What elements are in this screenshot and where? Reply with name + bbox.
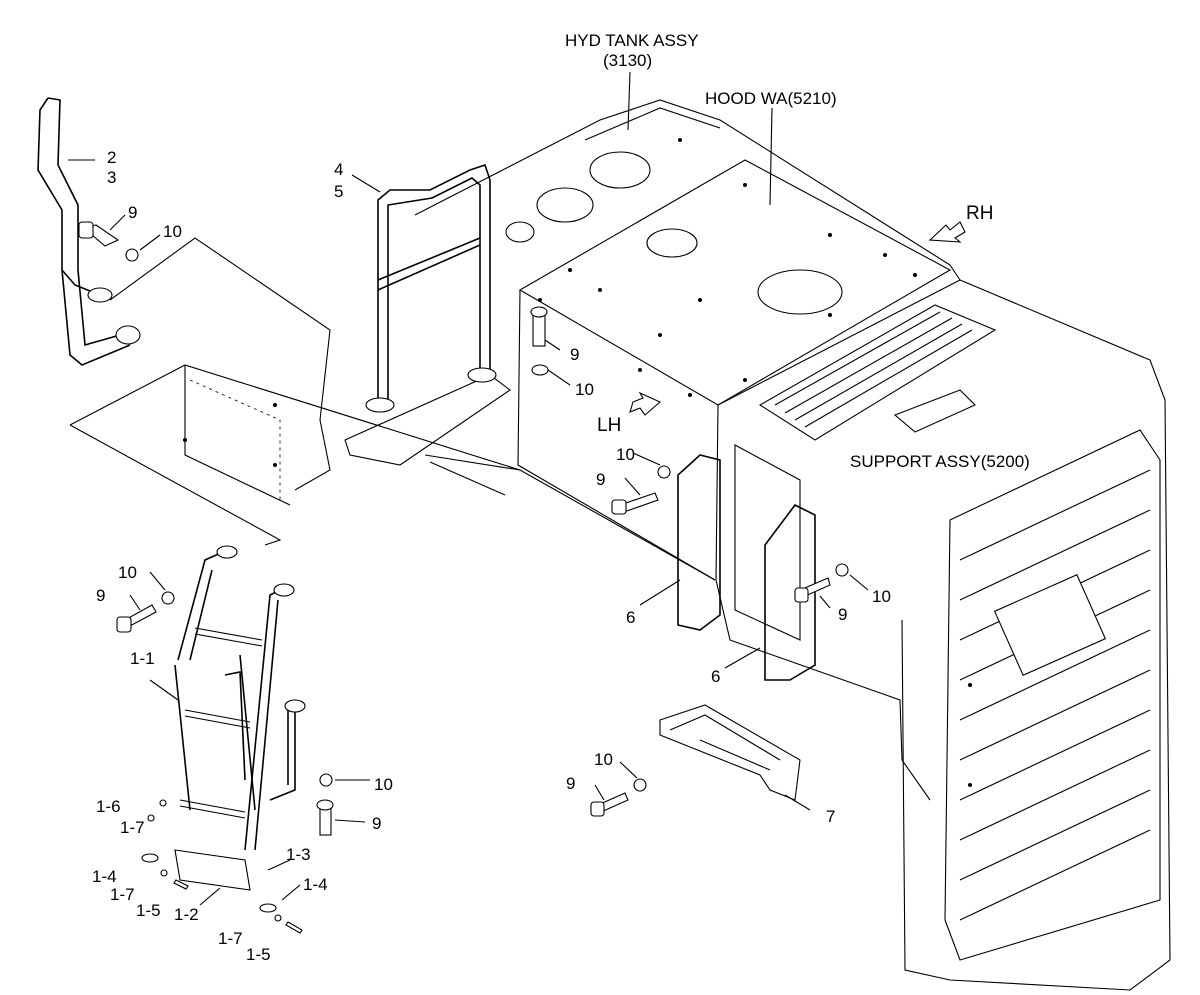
callout-9: 9 [566,774,575,793]
rh-arrow-icon [928,221,966,243]
callout-9: 9 [838,605,847,624]
callout-7: 7 [826,807,835,826]
callout-1-7: 1-7 [120,818,145,837]
callout-10: 10 [374,775,393,794]
callout-10: 10 [575,380,594,399]
callout-9: 9 [128,203,137,222]
hardware [78,221,849,934]
callout-10: 10 [594,750,613,769]
callout-1-6: 1-6 [96,797,121,816]
callout-1-4: 1-4 [303,875,328,894]
callout-10: 10 [616,445,635,464]
callout-9: 9 [96,586,105,605]
callout-9: 9 [372,814,381,833]
callout-6: 6 [626,608,635,627]
callout-2: 2 [107,148,116,167]
callout-10: 10 [163,222,182,241]
callout-1-2: 1-2 [174,905,199,924]
handrail-4-5 [365,163,497,413]
callout-1-5: 1-5 [136,901,161,920]
rh-label: RH [966,203,993,224]
callout-5: 5 [334,182,343,201]
handrail-6 [677,454,816,681]
callout-1-3: 1-3 [286,845,311,864]
lh-label: LH [597,415,621,436]
callout-10: 10 [118,563,137,582]
handrail-2-3 [37,97,141,366]
step-7 [659,704,801,801]
hyd-tank-code-label: (3130) [603,51,652,70]
callout-1-4: 1-4 [92,867,117,886]
ladder-1-1 [174,545,306,891]
callout-1-7: 1-7 [218,929,243,948]
callout-4: 4 [334,160,343,179]
support-label: SUPPORT ASSY(5200) [850,452,1030,471]
hyd-tank-label: HYD TANK ASSY [565,31,699,50]
callout-1-1: 1-1 [130,649,155,668]
callout-9: 9 [570,345,579,364]
callout-9: 9 [596,470,605,489]
hood-label: HOOD WA(5210) [705,89,837,108]
leader-lines [68,71,869,906]
lh-arrow-icon [629,391,662,416]
callout-6: 6 [711,667,720,686]
machine-body [69,99,1171,991]
callout-1-5: 1-5 [246,945,271,964]
callout-1-7: 1-7 [110,885,135,904]
callouts: HYD TANK ASSY (3130) HOOD WA(5210) RH LH… [92,31,1030,964]
callout-3: 3 [107,168,116,187]
callout-10: 10 [872,587,891,606]
